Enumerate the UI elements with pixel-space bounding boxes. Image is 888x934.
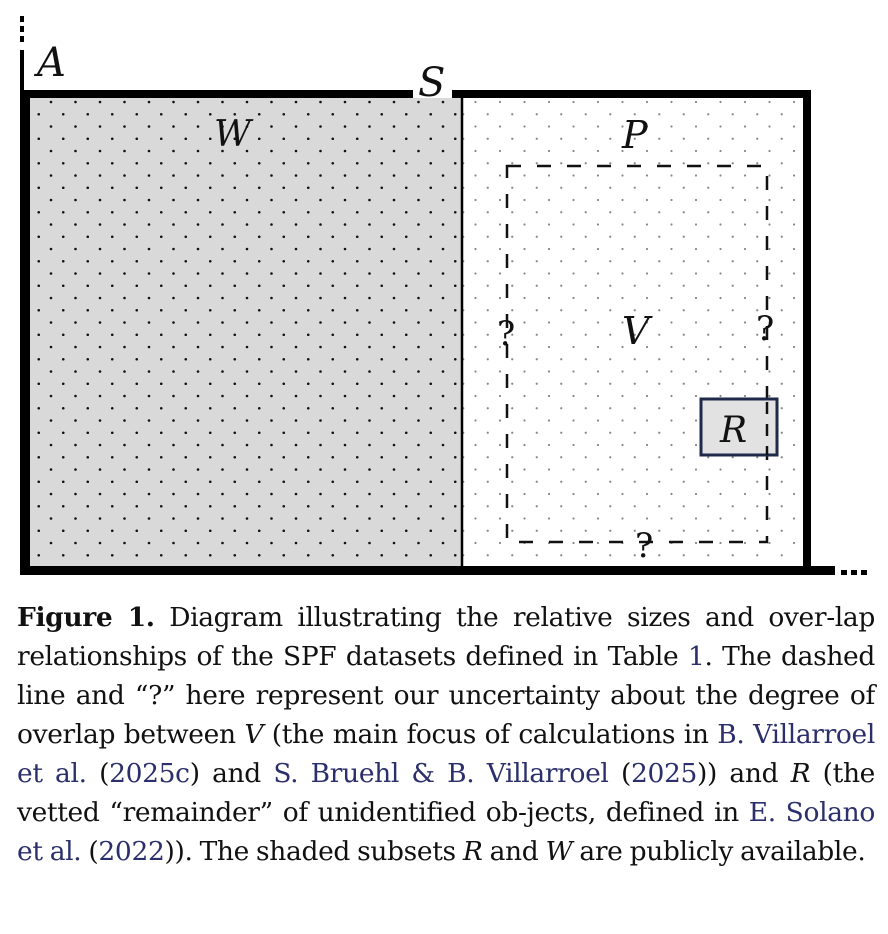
caption-text: Diagram illustrating the relative sizes … [17, 602, 875, 672]
label-S: S [418, 60, 445, 106]
region-P [463, 98, 803, 567]
caption-var-R: R [790, 758, 811, 789]
label-P: P [621, 113, 649, 157]
caption-label: Figure 1. [17, 602, 155, 633]
caption-var-V: V [244, 719, 264, 750]
frame-bottom [20, 566, 835, 575]
frame-left-continuation-dash [20, 36, 24, 42]
label-W: W [214, 114, 254, 155]
frame-top-left [20, 90, 413, 98]
caption-text: )). The shaded subsets [164, 836, 463, 867]
caption-text: ( [81, 836, 99, 867]
caption-text: (the main focus of calculations in [263, 719, 718, 750]
frame-bottom-continuation-dash [851, 570, 857, 575]
citation-link-bruehl-villarroel-2025[interactable]: S. Bruehl & B. Villarroel [273, 758, 609, 789]
label-V: V [622, 309, 653, 353]
citation-year-link-2025[interactable]: 2025 [630, 758, 698, 789]
label-uncertainty-left: ? [497, 314, 515, 354]
frame-left-continuation-dash [20, 50, 24, 90]
figure-caption: Figure 1. Diagram illustrating the relat… [17, 598, 875, 871]
caption-var-R: R [462, 836, 483, 867]
frame-right [803, 90, 811, 575]
table-reference-link[interactable]: 1 [687, 641, 705, 672]
caption-var-W: W [545, 836, 573, 867]
caption-text: and [482, 836, 546, 867]
caption-text: ( [608, 758, 631, 789]
label-uncertainty-right: ? [756, 309, 774, 349]
caption-text: ) and [189, 758, 274, 789]
citation-link-solano-2022[interactable]: E. Solano et al. [17, 797, 875, 867]
caption-text: . The dashed line and “?” here represent… [17, 641, 876, 750]
citation-link-villarroel-2025c[interactable]: B. Villarroel et al. [17, 719, 875, 789]
caption-text: ( [86, 758, 110, 789]
venn-diagram: A S W P V R ? ? ? [20, 16, 867, 575]
caption-text: )) and [697, 758, 791, 789]
frame-bottom-continuation-dash [861, 570, 867, 575]
label-A: A [33, 40, 66, 86]
frame-top-right [452, 90, 811, 98]
citation-year-link-2022[interactable]: 2022 [98, 836, 165, 867]
label-R: R [719, 410, 747, 451]
region-W [30, 98, 462, 567]
frame-left-continuation [20, 16, 24, 22]
citation-year-link-2025c[interactable]: 2025c [109, 758, 190, 789]
region-R [699, 397, 779, 457]
caption-text: (the vetted “remainder” of unidentified … [17, 758, 876, 828]
caption-text: are publicly available. [572, 836, 866, 867]
region-V-dashed-boundary [505, 164, 769, 544]
frame-left-continuation-dash [20, 26, 24, 32]
frame-bottom-continuation-dash [841, 570, 847, 575]
frame-left [20, 90, 30, 575]
label-uncertainty-bottom: ? [635, 526, 653, 566]
